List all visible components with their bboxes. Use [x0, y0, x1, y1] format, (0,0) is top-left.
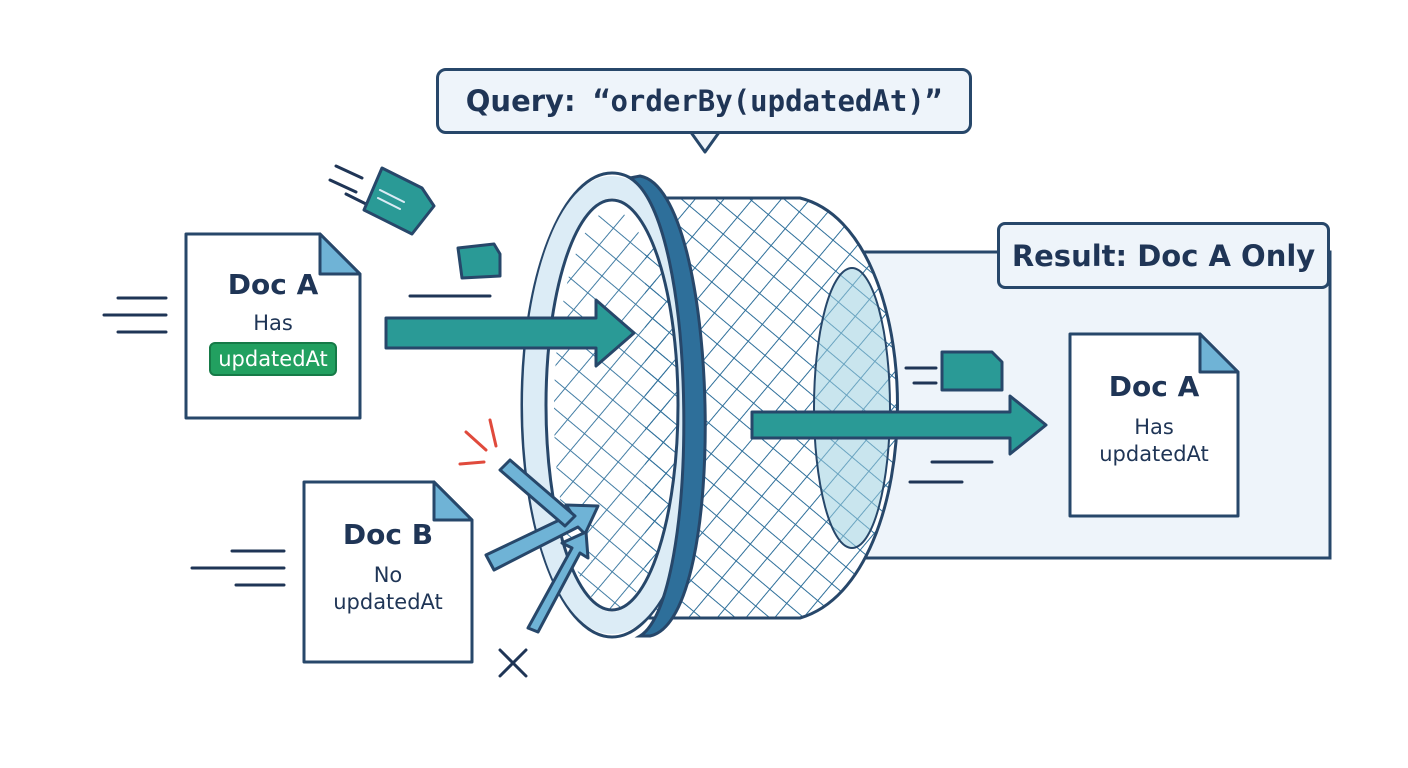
arrow-right-icon: [750, 394, 1048, 456]
filter-ring: [520, 171, 707, 639]
doc-line: Has: [253, 311, 293, 335]
doc-a-output: Doc A Has updatedAt: [1070, 370, 1238, 468]
doc-line: Has: [1134, 415, 1174, 439]
doc-title: Doc A: [1108, 370, 1200, 403]
query-label: Query:: [465, 84, 576, 118]
field-badge: updatedAt: [209, 342, 337, 376]
speed-lines-icon: [102, 164, 994, 587]
doc-b-input: Doc B No updatedAt: [304, 518, 472, 616]
reject-x-icon: [498, 648, 528, 678]
doc-title: Doc A: [227, 268, 319, 301]
doc-title: Doc B: [342, 518, 434, 551]
query-value: “orderBy(updatedAt)”: [593, 84, 943, 118]
query-bubble: Query: “orderBy(updatedAt)”: [436, 68, 972, 134]
arrow-right-icon: [384, 298, 636, 368]
result-label: Result: Doc A Only: [997, 222, 1330, 289]
doc-line: No: [373, 563, 403, 587]
doc-a-input: Doc A Has updatedAt: [186, 268, 360, 376]
impact-burst-icon: [458, 418, 498, 466]
bounce-arrow: [484, 458, 600, 634]
doc-line: updatedAt: [333, 590, 443, 614]
query-bubble-tail: [688, 130, 722, 154]
flying-document-icon: [362, 166, 1004, 392]
doc-line: updatedAt: [1099, 442, 1209, 466]
document-icon: [1068, 332, 1240, 518]
document-icon: [302, 480, 474, 664]
